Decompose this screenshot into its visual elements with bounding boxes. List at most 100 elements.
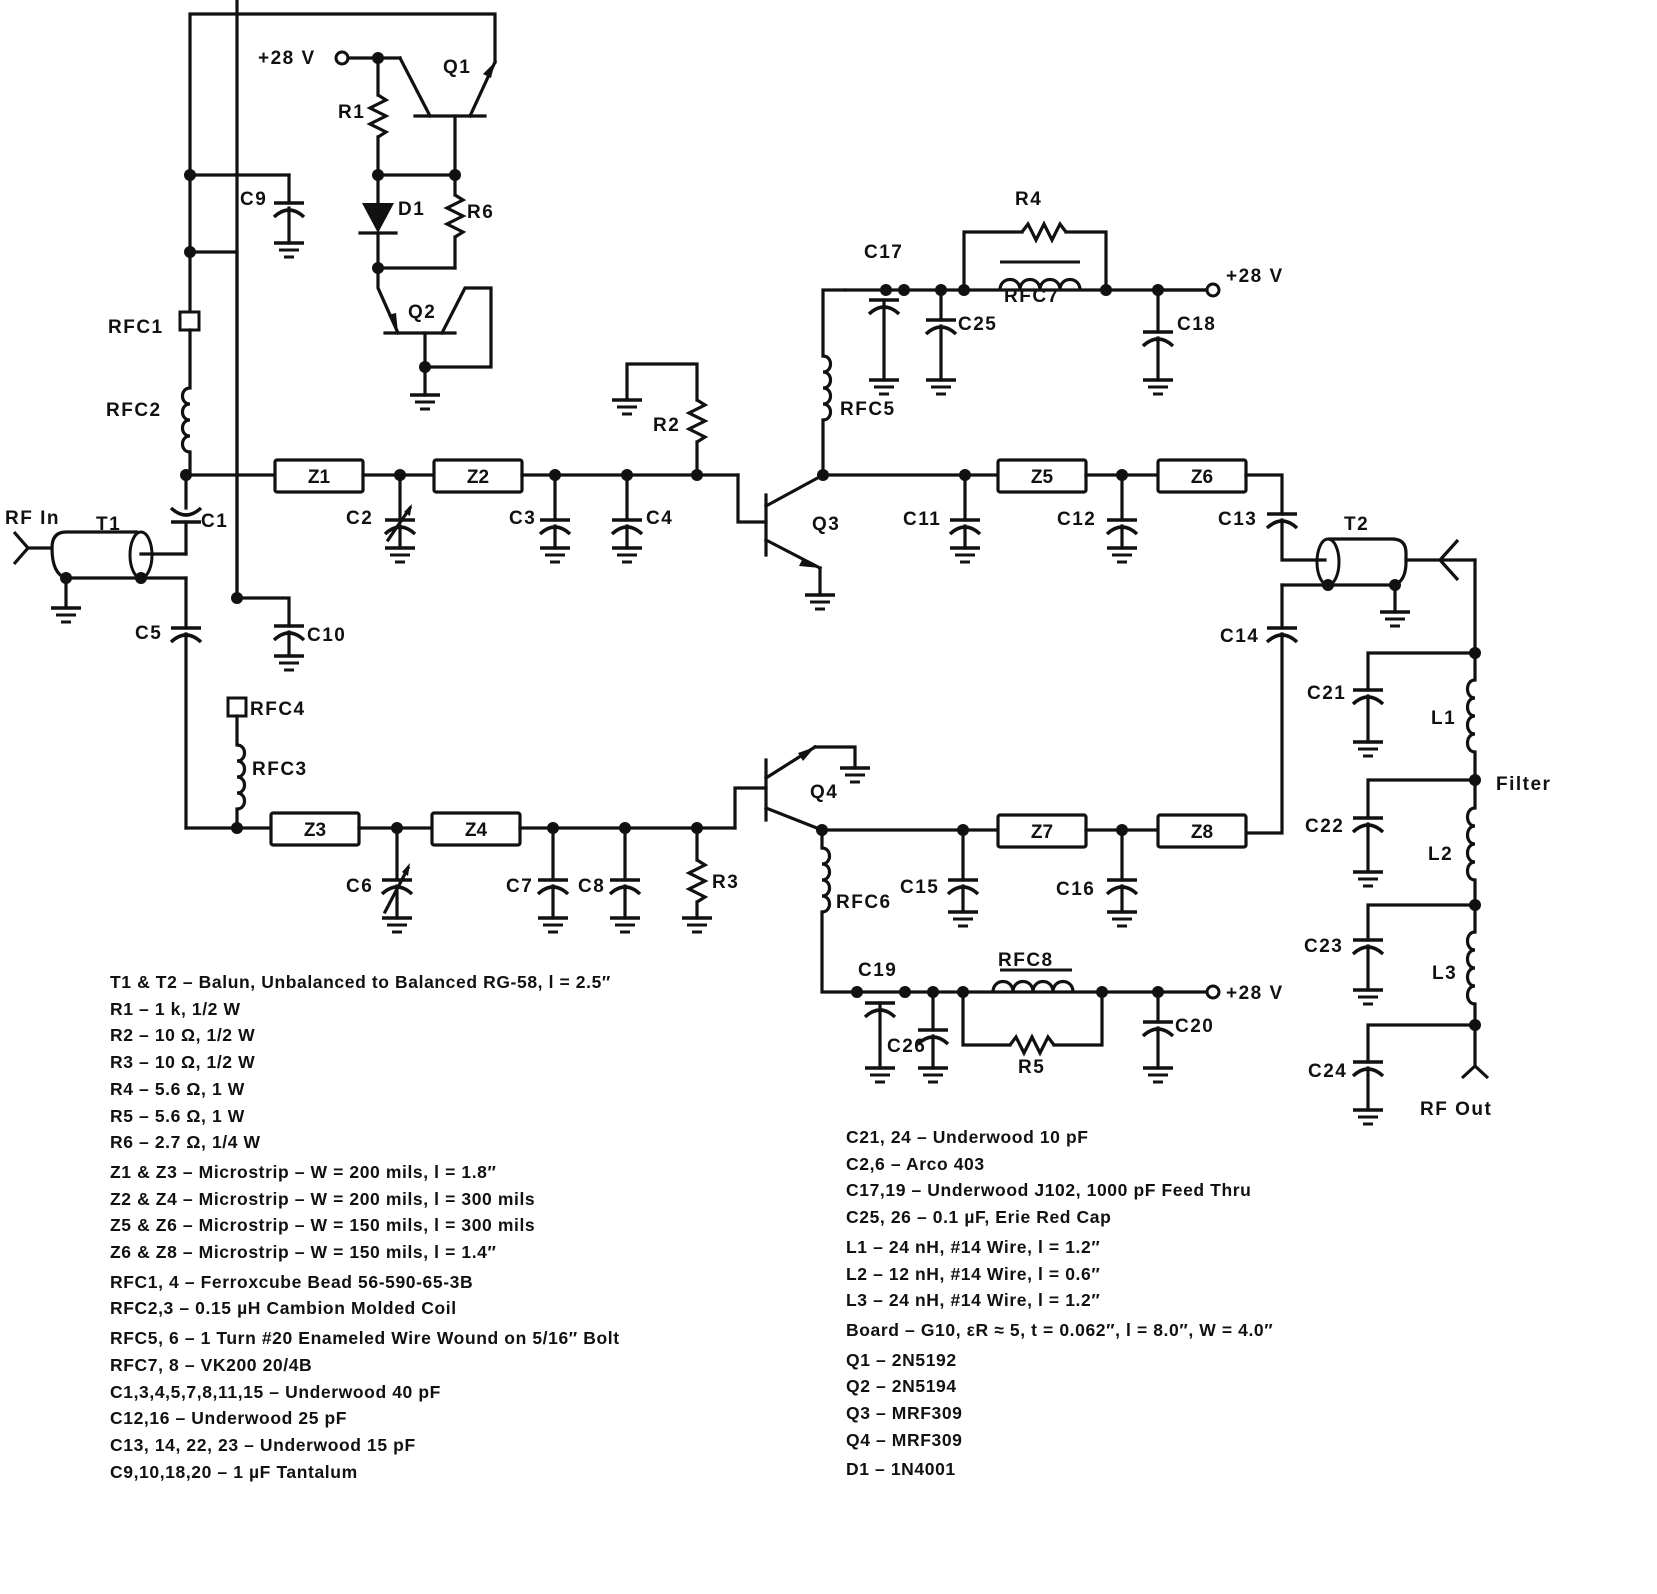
parts-list-item: C25, 26 – 0.1 µF, Erie Red Cap xyxy=(846,1207,1112,1228)
label-r3: R3 xyxy=(712,872,739,893)
label-t2: T2 xyxy=(1344,514,1369,535)
parts-list-item: R5 – 5.6 Ω, 1 W xyxy=(110,1105,245,1126)
parts-list-item: C2,6 – Arco 403 xyxy=(846,1153,985,1174)
parts-list-item: C12,16 – Underwood 25 pF xyxy=(110,1408,348,1429)
label-q4: Q4 xyxy=(810,782,838,803)
parts-list-item: Z2 & Z4 – Microstrip – W = 200 mils, l =… xyxy=(110,1188,536,1209)
label-z6: Z6 xyxy=(1191,467,1213,488)
label-z5: Z5 xyxy=(1031,467,1054,488)
label-c20: C20 xyxy=(1175,1016,1214,1037)
parts-list-item: L3 – 24 nH, #14 Wire, l = 1.2″ xyxy=(846,1290,1101,1311)
label-q2: Q2 xyxy=(408,302,436,323)
parts-list-item: RFC5, 6 – 1 Turn #20 Enameled Wire Wound… xyxy=(110,1328,620,1349)
label-r2: R2 xyxy=(653,415,680,436)
label-z7: Z7 xyxy=(1031,822,1053,843)
parts-list-item: R1 – 1 k, 1/2 W xyxy=(110,998,241,1019)
label-z8: Z8 xyxy=(1191,822,1213,843)
parts-list-item: RFC2,3 – 0.15 µH Cambion Molded Coil xyxy=(110,1298,457,1319)
parts-list-item: Z6 & Z8 – Microstrip – W = 150 mils, l =… xyxy=(110,1242,497,1263)
label-c16: C16 xyxy=(1056,879,1095,900)
label-c15: C15 xyxy=(900,877,939,898)
label-c12: C12 xyxy=(1057,509,1096,530)
label-c23: C23 xyxy=(1304,936,1343,957)
label-z2: Z2 xyxy=(467,467,489,488)
label-rf-in: RF In xyxy=(5,508,60,529)
label-rf-out: RF Out xyxy=(1420,1099,1492,1120)
label-rfc8: RFC8 xyxy=(998,950,1054,971)
label-d1: D1 xyxy=(398,199,425,220)
label-r6: R6 xyxy=(467,202,494,223)
label-c6: C6 xyxy=(346,876,373,897)
label-c19: C19 xyxy=(858,960,897,981)
label-q1: Q1 xyxy=(443,57,471,78)
parts-list-item: Q2 – 2N5194 xyxy=(846,1376,957,1397)
parts-list-item: RFC1, 4 – Ferroxcube Bead 56-590-65-3B xyxy=(110,1271,474,1292)
parts-list-item: C17,19 – Underwood J102, 1000 pF Feed Th… xyxy=(846,1180,1252,1201)
parts-list-item: Q4 – MRF309 xyxy=(846,1429,963,1450)
parts-list-item: L1 – 24 nH, #14 Wire, l = 1.2″ xyxy=(846,1236,1101,1257)
parts-list-item: Q1 – 2N5192 xyxy=(846,1349,957,1370)
label-rfc6: RFC6 xyxy=(836,892,892,913)
label-c17: C17 xyxy=(864,242,903,263)
label-c18: C18 xyxy=(1177,314,1216,335)
input-section xyxy=(12,0,872,934)
parts-list-item: Q3 – MRF309 xyxy=(846,1403,963,1424)
parts-list-item: C9,10,18,20 – 1 µF Tantalum xyxy=(110,1461,358,1482)
parts-list-item: R6 – 2.7 Ω, 1/4 W xyxy=(110,1132,261,1153)
label-r1: R1 xyxy=(338,102,365,123)
label-c10: C10 xyxy=(307,625,346,646)
parts-list-item: T1 & T2 – Balun, Unbalanced to Balanced … xyxy=(110,972,611,992)
parts-list-item: Z5 & Z6 – Microstrip – W = 150 mils, l =… xyxy=(110,1215,536,1236)
supply-label-3: +28 V xyxy=(1226,983,1284,1004)
label-c2: C2 xyxy=(346,508,373,529)
component-labels: +28 V Q1 R1 C9 D1 R6 Q2 RFC1 RFC2 RF In … xyxy=(5,48,1551,1120)
label-c4: C4 xyxy=(646,508,673,529)
label-r5: R5 xyxy=(1018,1057,1045,1078)
label-t1: T1 xyxy=(96,514,121,535)
parts-list-item: R3 – 10 Ω, 1/2 W xyxy=(110,1052,256,1073)
label-rfc3: RFC3 xyxy=(252,759,308,780)
parts-list-right: C21, 24 – Underwood 10 pF C2,6 – Arco 40… xyxy=(846,1124,1273,1483)
label-rfc4: RFC4 xyxy=(250,699,306,720)
label-c9: C9 xyxy=(240,189,267,210)
label-rfc7: RFC7 xyxy=(1004,286,1060,307)
label-r4: R4 xyxy=(1015,189,1042,210)
label-rfc5: RFC5 xyxy=(840,399,896,420)
parts-list-left: T1 & T2 – Balun, Unbalanced to Balanced … xyxy=(110,969,620,1485)
parts-list-item: Board – G10, εR ≈ 5, t = 0.062″, l = 8.0… xyxy=(846,1319,1274,1340)
label-z4: Z4 xyxy=(465,820,488,841)
bias-circuit xyxy=(178,12,498,600)
label-l3: L3 xyxy=(1432,963,1457,984)
label-rfc1: RFC1 xyxy=(108,317,164,338)
label-c11: C11 xyxy=(903,509,941,530)
label-c13: C13 xyxy=(1218,509,1257,530)
label-q3: Q3 xyxy=(812,514,840,535)
parts-list-item: C1,3,4,5,7,8,11,15 – Underwood 40 pF xyxy=(110,1381,441,1402)
label-c26: C26 xyxy=(887,1036,926,1057)
label-c14: C14 xyxy=(1220,626,1259,647)
label-filter: Filter xyxy=(1496,774,1551,795)
label-c8: C8 xyxy=(578,876,605,897)
label-c22: C22 xyxy=(1305,816,1344,837)
label-l1: L1 xyxy=(1431,708,1456,729)
parts-list-item: L2 – 12 nH, #14 Wire, l = 0.6″ xyxy=(846,1263,1101,1284)
parts-list-item: Z1 & Z3 – Microstrip – W = 200 mils, l =… xyxy=(110,1161,497,1182)
parts-list-item: D1 – 1N4001 xyxy=(846,1459,956,1480)
parts-list-item: RFC7, 8 – VK200 20/4B xyxy=(110,1354,313,1375)
label-z1: Z1 xyxy=(308,467,331,488)
parts-list-item: R2 – 10 Ω, 1/2 W xyxy=(110,1025,256,1046)
supply-label: +28 V xyxy=(258,48,316,69)
label-c24: C24 xyxy=(1308,1061,1347,1082)
parts-list-item: C21, 24 – Underwood 10 pF xyxy=(846,1127,1089,1147)
parts-list-item: R4 – 5.6 Ω, 1 W xyxy=(110,1078,245,1099)
label-z3: Z3 xyxy=(304,820,326,841)
label-c3: C3 xyxy=(509,508,536,529)
label-c5: C5 xyxy=(135,623,162,644)
label-c25: C25 xyxy=(958,314,997,335)
label-c7: C7 xyxy=(506,876,533,897)
label-l2: L2 xyxy=(1428,844,1453,865)
supply-label-2: +28 V xyxy=(1226,266,1284,287)
label-c21: C21 xyxy=(1307,683,1346,704)
label-rfc2: RFC2 xyxy=(106,400,162,421)
